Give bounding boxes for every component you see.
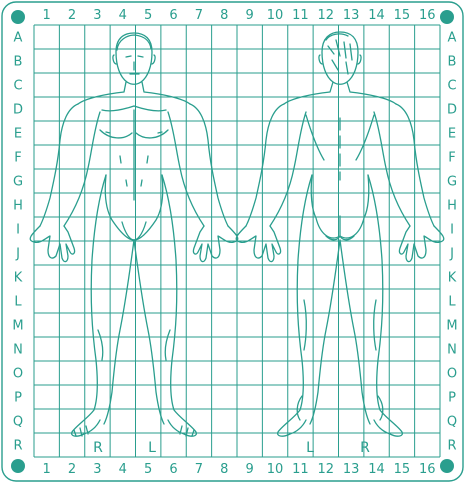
column-label-top: 8	[220, 8, 228, 23]
column-label-bottom: 10	[267, 462, 284, 477]
row-label-left: B	[14, 55, 23, 70]
row-label-right: Q	[447, 415, 457, 430]
column-label-top: 2	[68, 8, 76, 23]
column-label-top: 11	[292, 8, 309, 23]
back-right-arm	[374, 104, 444, 262]
row-label-left: A	[14, 31, 23, 46]
column-label-bottom: 4	[119, 462, 127, 477]
column-label-top: 12	[318, 8, 335, 23]
column-label-top: 14	[368, 8, 385, 23]
back-torso	[284, 82, 396, 240]
back-head	[319, 32, 361, 84]
row-label-left: E	[14, 127, 22, 142]
row-label-left: F	[14, 151, 21, 166]
back-legs	[278, 175, 403, 436]
column-label-bottom: 5	[144, 462, 152, 477]
corner-dot	[11, 10, 25, 24]
row-label-left: L	[14, 295, 22, 310]
row-label-right: R	[447, 439, 456, 454]
row-label-right: G	[447, 175, 457, 190]
row-label-right: F	[448, 151, 455, 166]
corner-dot	[440, 459, 454, 473]
row-label-right: C	[447, 79, 456, 94]
back-figure: L R	[236, 32, 444, 456]
column-label-top: 4	[119, 8, 127, 23]
row-label-left: M	[12, 319, 23, 334]
row-label-right: H	[447, 199, 457, 214]
back-left-arm	[236, 104, 306, 262]
row-label-left: D	[13, 103, 23, 118]
row-label-left: C	[13, 79, 22, 94]
column-label-top: 1	[43, 8, 51, 23]
column-label-top: 13	[343, 8, 360, 23]
row-label-right: M	[446, 319, 457, 334]
column-label-bottom: 6	[169, 462, 177, 477]
corner-dot	[11, 459, 25, 473]
row-label-left: O	[13, 367, 23, 382]
row-label-left: N	[13, 343, 23, 358]
column-label-bottom: 12	[318, 462, 335, 477]
row-label-left: H	[13, 199, 23, 214]
row-label-left: R	[13, 439, 22, 454]
column-label-bottom: 14	[368, 462, 385, 477]
row-label-left: J	[15, 247, 20, 262]
column-label-top: 6	[169, 8, 177, 23]
column-label-top: 5	[144, 8, 152, 23]
column-label-bottom: 11	[292, 462, 309, 477]
row-label-right: O	[447, 367, 457, 382]
row-label-left: Q	[13, 415, 23, 430]
front-figure: R L	[30, 33, 238, 456]
column-label-bottom: 8	[220, 462, 228, 477]
column-label-bottom: 3	[93, 462, 101, 477]
column-label-top: 15	[394, 8, 411, 23]
corner-dot	[440, 10, 454, 24]
column-label-bottom: 9	[246, 462, 254, 477]
column-label-top: 10	[267, 8, 284, 23]
column-label-bottom: 2	[68, 462, 76, 477]
row-label-left: K	[14, 271, 23, 286]
front-left-arm	[168, 104, 238, 262]
front-legs	[72, 175, 197, 436]
back-left-side-label: L	[306, 440, 314, 456]
column-label-top: 9	[246, 8, 254, 23]
column-label-top: 16	[419, 8, 436, 23]
column-labels: 1122334455667788991010111112121313141415…	[43, 8, 436, 477]
row-label-left: P	[14, 391, 22, 406]
column-label-top: 7	[195, 8, 203, 23]
front-left-side-label: L	[148, 440, 156, 456]
column-label-bottom: 13	[343, 462, 360, 477]
row-label-right: B	[448, 55, 457, 70]
row-label-right: K	[448, 271, 457, 286]
front-head	[113, 33, 155, 84]
row-label-left: G	[13, 175, 23, 190]
row-label-right: A	[448, 31, 457, 46]
row-label-right: I	[450, 223, 454, 238]
column-label-bottom: 16	[419, 462, 436, 477]
row-label-right: N	[447, 343, 457, 358]
column-label-bottom: 7	[195, 462, 203, 477]
front-torso	[78, 82, 190, 240]
column-label-bottom: 1	[43, 462, 51, 477]
column-label-bottom: 15	[394, 462, 411, 477]
back-right-side-label: R	[360, 440, 370, 456]
row-label-right: P	[448, 391, 456, 406]
column-label-top: 3	[93, 8, 101, 23]
row-label-right: L	[448, 295, 456, 310]
front-right-arm	[30, 104, 100, 262]
front-right-side-label: R	[93, 440, 103, 456]
row-label-right: E	[448, 127, 456, 142]
row-label-right: J	[449, 247, 454, 262]
row-label-left: I	[16, 223, 20, 238]
row-label-right: D	[447, 103, 457, 118]
